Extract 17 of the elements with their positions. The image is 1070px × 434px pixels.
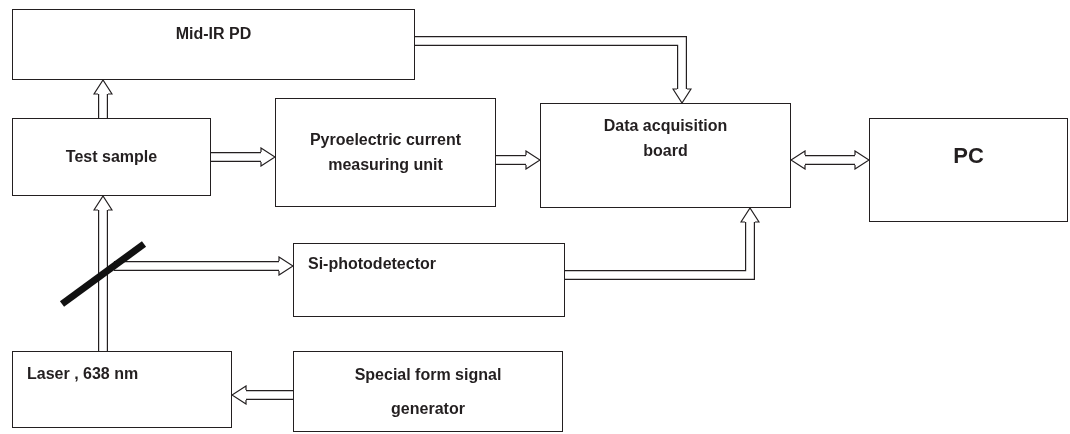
process-box bbox=[275, 98, 496, 207]
mirror bbox=[58, 240, 148, 308]
box-label: Mid-IR PD bbox=[175, 24, 252, 44]
process-box bbox=[12, 118, 211, 196]
box-label: Test sample bbox=[65, 146, 158, 167]
box-label: Laser , 638 nm bbox=[27, 364, 140, 384]
box-label: Data acquisition board bbox=[602, 116, 729, 161]
box-label: Si-photodetector bbox=[308, 254, 437, 274]
box-label: PC bbox=[953, 142, 984, 170]
process-box bbox=[869, 118, 1068, 222]
process-box bbox=[12, 351, 232, 428]
process-box bbox=[293, 351, 563, 432]
box-label: Special form signal generator bbox=[353, 365, 503, 419]
process-box bbox=[540, 103, 791, 208]
box-label: Pyroelectric current measuring unit bbox=[308, 129, 463, 175]
process-box bbox=[293, 243, 565, 317]
process-box bbox=[12, 9, 415, 80]
